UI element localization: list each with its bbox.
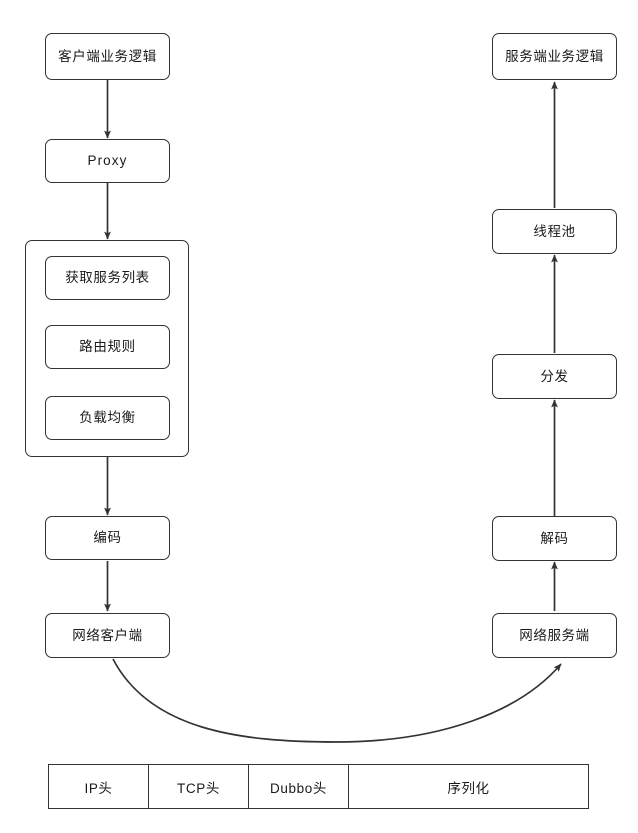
node-dispatch[interactable]: 分发: [492, 354, 617, 399]
packet-cell-serialization[interactable]: 序列化: [447, 780, 490, 796]
packet-structure-table: IP头 TCP头 Dubbo头 序列化: [48, 764, 589, 809]
node-network-client[interactable]: 网络客户端: [45, 613, 170, 658]
node-proxy[interactable]: Proxy: [45, 139, 170, 183]
packet-cell-tcp-header[interactable]: TCP头: [149, 765, 249, 808]
node-encode[interactable]: 编码: [45, 516, 170, 560]
packet-cell-dubbo-header[interactable]: Dubbo头: [249, 765, 349, 808]
node-server-business-logic[interactable]: 服务端业务逻辑: [492, 33, 617, 80]
node-load-balance[interactable]: 负载均衡: [45, 396, 170, 440]
node-thread-pool[interactable]: 线程池: [492, 209, 617, 254]
node-decode[interactable]: 解码: [492, 516, 617, 561]
edge-network-client-to-network-server: [112, 658, 562, 743]
packet-cell-ip-header[interactable]: IP头: [49, 765, 149, 808]
node-routing-rule[interactable]: 路由规则: [45, 325, 170, 369]
node-network-server[interactable]: 网络服务端: [492, 613, 617, 658]
node-client-business-logic[interactable]: 客户端业务逻辑: [45, 33, 170, 80]
node-get-service-list[interactable]: 获取服务列表: [45, 256, 170, 300]
